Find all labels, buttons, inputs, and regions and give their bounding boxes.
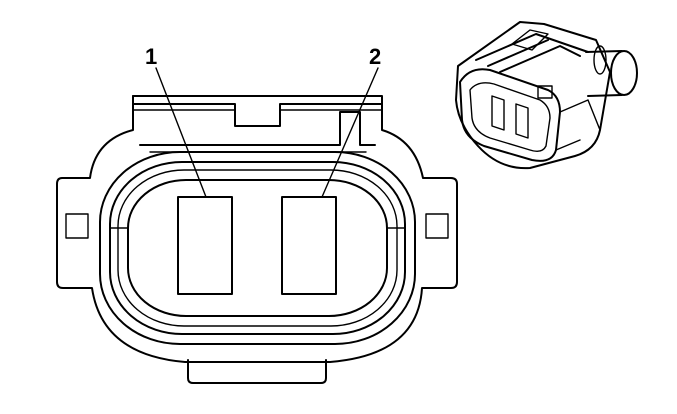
latch-ledge <box>139 111 376 146</box>
iso-housing-outline <box>455 21 611 170</box>
rear-boot-seam <box>593 45 607 75</box>
iso-terminal-slot-2 <box>515 103 529 139</box>
iso-top-latch <box>511 29 549 51</box>
callout-1-label: 1 <box>145 44 157 69</box>
rear-boot-end <box>610 50 638 96</box>
callout-1-leader <box>155 67 207 198</box>
iso-terminal-slot-1 <box>491 95 505 131</box>
connector-isometric-view <box>455 21 638 170</box>
iso-side-step <box>555 99 601 151</box>
terminal-cavity <box>127 179 388 317</box>
iso-top-ridge <box>475 33 589 73</box>
seal-ring-inner <box>117 169 398 327</box>
seal-ring-middle <box>109 161 406 335</box>
callout-2-label: 2 <box>369 44 381 69</box>
iso-side-latch <box>537 85 553 99</box>
iso-front-seal <box>469 82 551 153</box>
top-slot <box>132 95 383 127</box>
bottom-tab <box>187 359 327 384</box>
connector-front-view: 1 2 <box>56 44 458 384</box>
terminal-2 <box>281 196 337 295</box>
right-ear-notch <box>425 213 449 239</box>
seal-ring-outer <box>99 151 416 345</box>
left-ear-notch <box>65 213 89 239</box>
terminal-1 <box>177 196 233 295</box>
outer-housing <box>56 95 458 363</box>
callout-2-leader <box>321 67 379 198</box>
